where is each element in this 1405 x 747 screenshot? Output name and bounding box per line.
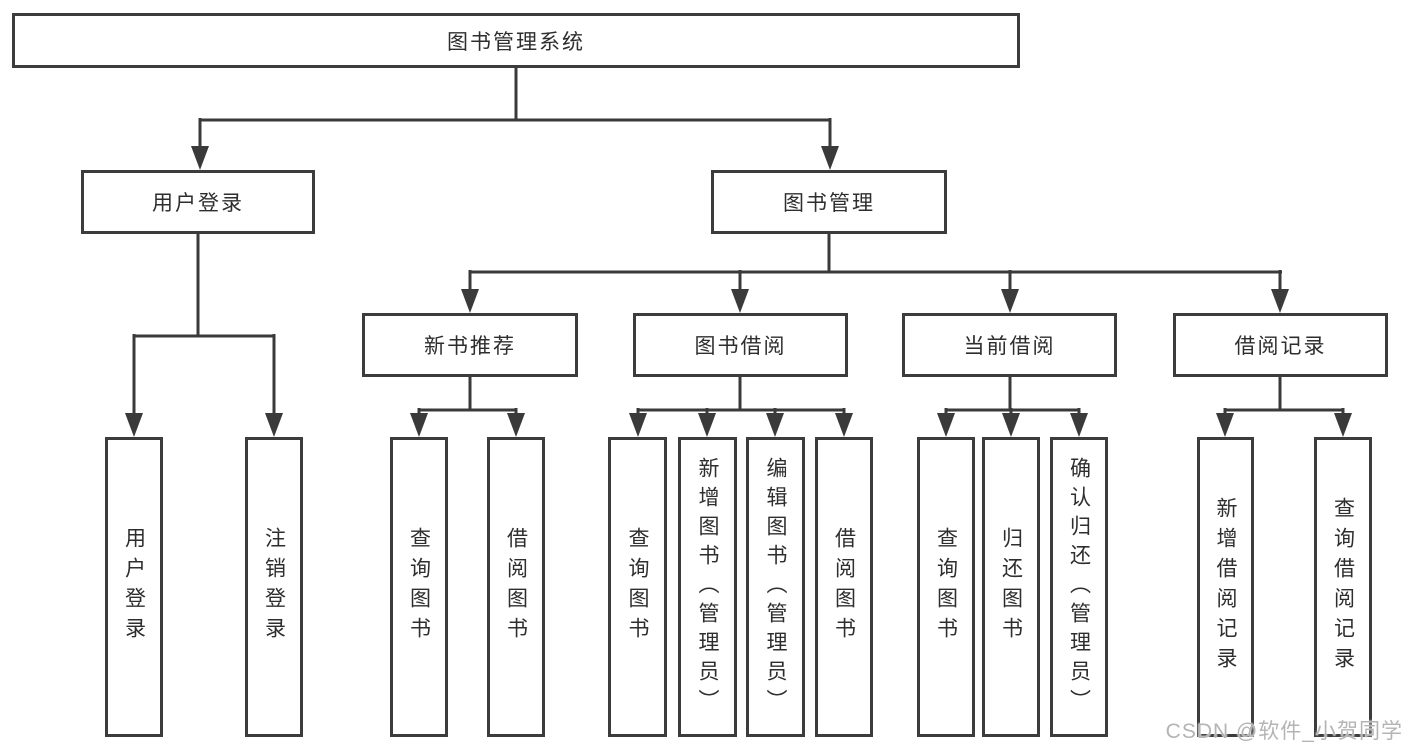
leaf-add-borrow-record: 新增借阅记录 bbox=[1197, 437, 1254, 737]
node-label: 编辑图书（管理员） bbox=[764, 456, 787, 718]
arrowhead bbox=[835, 413, 853, 437]
arrowhead bbox=[821, 146, 839, 170]
csdn-watermark: CSDN @软件_小贺同学 bbox=[1165, 720, 1403, 743]
leaf-logout: 注销登录 bbox=[245, 437, 303, 737]
node-current-borrowing: 当前借阅 bbox=[902, 313, 1117, 377]
arrowhead bbox=[410, 413, 428, 437]
arrowhead bbox=[125, 413, 143, 437]
node-new-book-recommend: 新书推荐 bbox=[362, 313, 578, 377]
node-label: 新书推荐 bbox=[424, 335, 516, 358]
node-user-login: 用户登录 bbox=[81, 170, 315, 234]
node-label: 查询图书 bbox=[934, 527, 958, 647]
node-label: 新增借阅记录 bbox=[1214, 497, 1237, 677]
arrowhead bbox=[629, 413, 647, 437]
leaf-edit-book-admin: 编辑图书（管理员） bbox=[746, 437, 805, 737]
arrowhead bbox=[731, 289, 749, 313]
arrowhead bbox=[1334, 413, 1352, 437]
node-label: 借阅图书 bbox=[832, 527, 856, 647]
leaf-confirm-return-admin: 确认归还（管理员） bbox=[1050, 437, 1108, 737]
arrowhead bbox=[191, 146, 209, 170]
arrowhead bbox=[1070, 413, 1088, 437]
node-label: 图书管理 bbox=[783, 192, 875, 215]
leaf-query-books-recommend: 查询图书 bbox=[390, 437, 448, 737]
arrowhead bbox=[937, 413, 955, 437]
leaf-return-book: 归还图书 bbox=[982, 437, 1040, 737]
node-book-borrowing: 图书借阅 bbox=[633, 313, 848, 377]
node-label: 查询图书 bbox=[407, 527, 431, 647]
node-label: 确认归还（管理员） bbox=[1067, 456, 1091, 718]
node-label: 用户登录 bbox=[152, 192, 244, 215]
node-label: 注销登录 bbox=[262, 527, 286, 647]
arrowhead bbox=[507, 413, 525, 437]
node-label: 查询借阅记录 bbox=[1331, 497, 1355, 677]
arrowhead bbox=[461, 289, 479, 313]
arrowhead bbox=[698, 413, 716, 437]
node-label: 图书管理系统 bbox=[447, 30, 585, 54]
node-label: 借阅记录 bbox=[1234, 335, 1327, 358]
leaf-add-book-admin: 新增图书（管理员） bbox=[678, 437, 737, 737]
node-label: 图书借阅 bbox=[694, 335, 787, 358]
leaf-query-books-current: 查询图书 bbox=[917, 437, 975, 737]
arrowhead bbox=[766, 413, 784, 437]
arrowhead bbox=[265, 413, 283, 437]
leaf-user-login: 用户登录 bbox=[105, 437, 163, 737]
node-label: 用户登录 bbox=[122, 527, 146, 647]
arrowhead bbox=[1001, 289, 1019, 313]
arrowhead bbox=[1216, 413, 1234, 437]
node-label: 当前借阅 bbox=[963, 335, 1056, 358]
node-label: 借阅图书 bbox=[504, 527, 528, 647]
node-label: 归还图书 bbox=[999, 527, 1023, 647]
leaf-borrow-books-recommend: 借阅图书 bbox=[487, 437, 545, 737]
node-label: 新增图书（管理员） bbox=[696, 456, 719, 718]
node-root-system: 图书管理系统 bbox=[12, 13, 1020, 68]
leaf-query-books-borrowing: 查询图书 bbox=[608, 437, 667, 737]
node-label: 查询图书 bbox=[626, 527, 649, 647]
leaf-query-borrow-record: 查询借阅记录 bbox=[1314, 437, 1372, 737]
node-book-management: 图书管理 bbox=[711, 170, 947, 234]
leaf-borrow-books: 借阅图书 bbox=[815, 437, 873, 737]
arrowhead bbox=[1002, 413, 1020, 437]
arrowhead bbox=[1271, 289, 1289, 313]
node-borrow-records: 借阅记录 bbox=[1173, 313, 1388, 377]
